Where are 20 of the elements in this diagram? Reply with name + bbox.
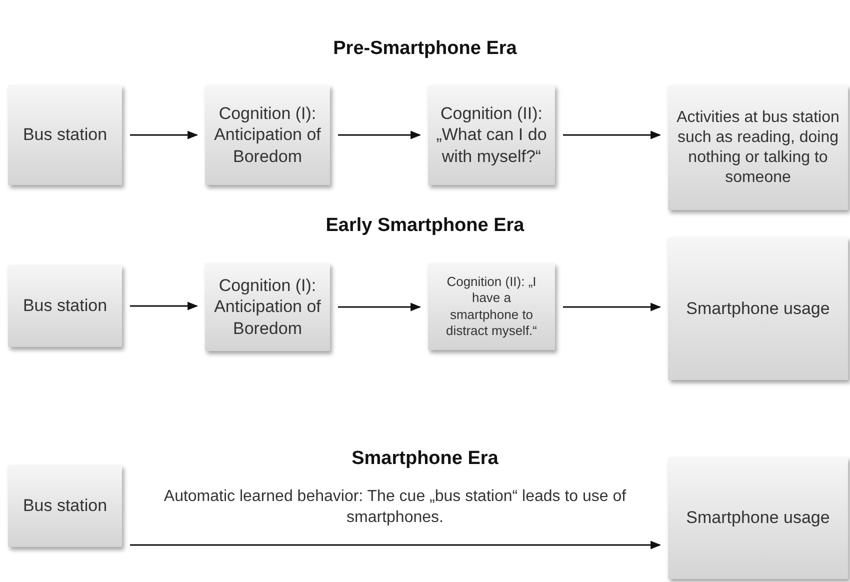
process-box: Cognition (II): „What can I do with myself?“ [428, 85, 555, 185]
process-box: Bus station [8, 265, 122, 347]
process-box: Cognition (I): Anticipation of Boredom [205, 85, 330, 185]
process-box: Cognition (I): Anticipation of Boredom [205, 263, 330, 351]
process-box: Bus station [8, 465, 122, 547]
arrow [130, 302, 198, 310]
process-box: Smartphone usage [668, 237, 848, 380]
section-heading: Smartphone Era [350, 448, 500, 470]
process-box: Smartphone usage [668, 457, 848, 579]
section-heading: Pre-Smartphone Era [332, 38, 518, 60]
process-box: Activities at bus station such as reading, doing nothing or talking to someone [668, 85, 848, 210]
arrow [130, 130, 198, 140]
section-heading: Early Smartphone Era [324, 215, 526, 237]
arrow [338, 130, 422, 140]
arrow [563, 302, 662, 312]
arrow [130, 540, 662, 550]
process-box: Cognition (II): „I have a smartphone to distract myself.“ [428, 263, 555, 350]
process-box: Bus station [8, 85, 122, 185]
arrow [563, 130, 662, 140]
arrow [338, 302, 422, 312]
